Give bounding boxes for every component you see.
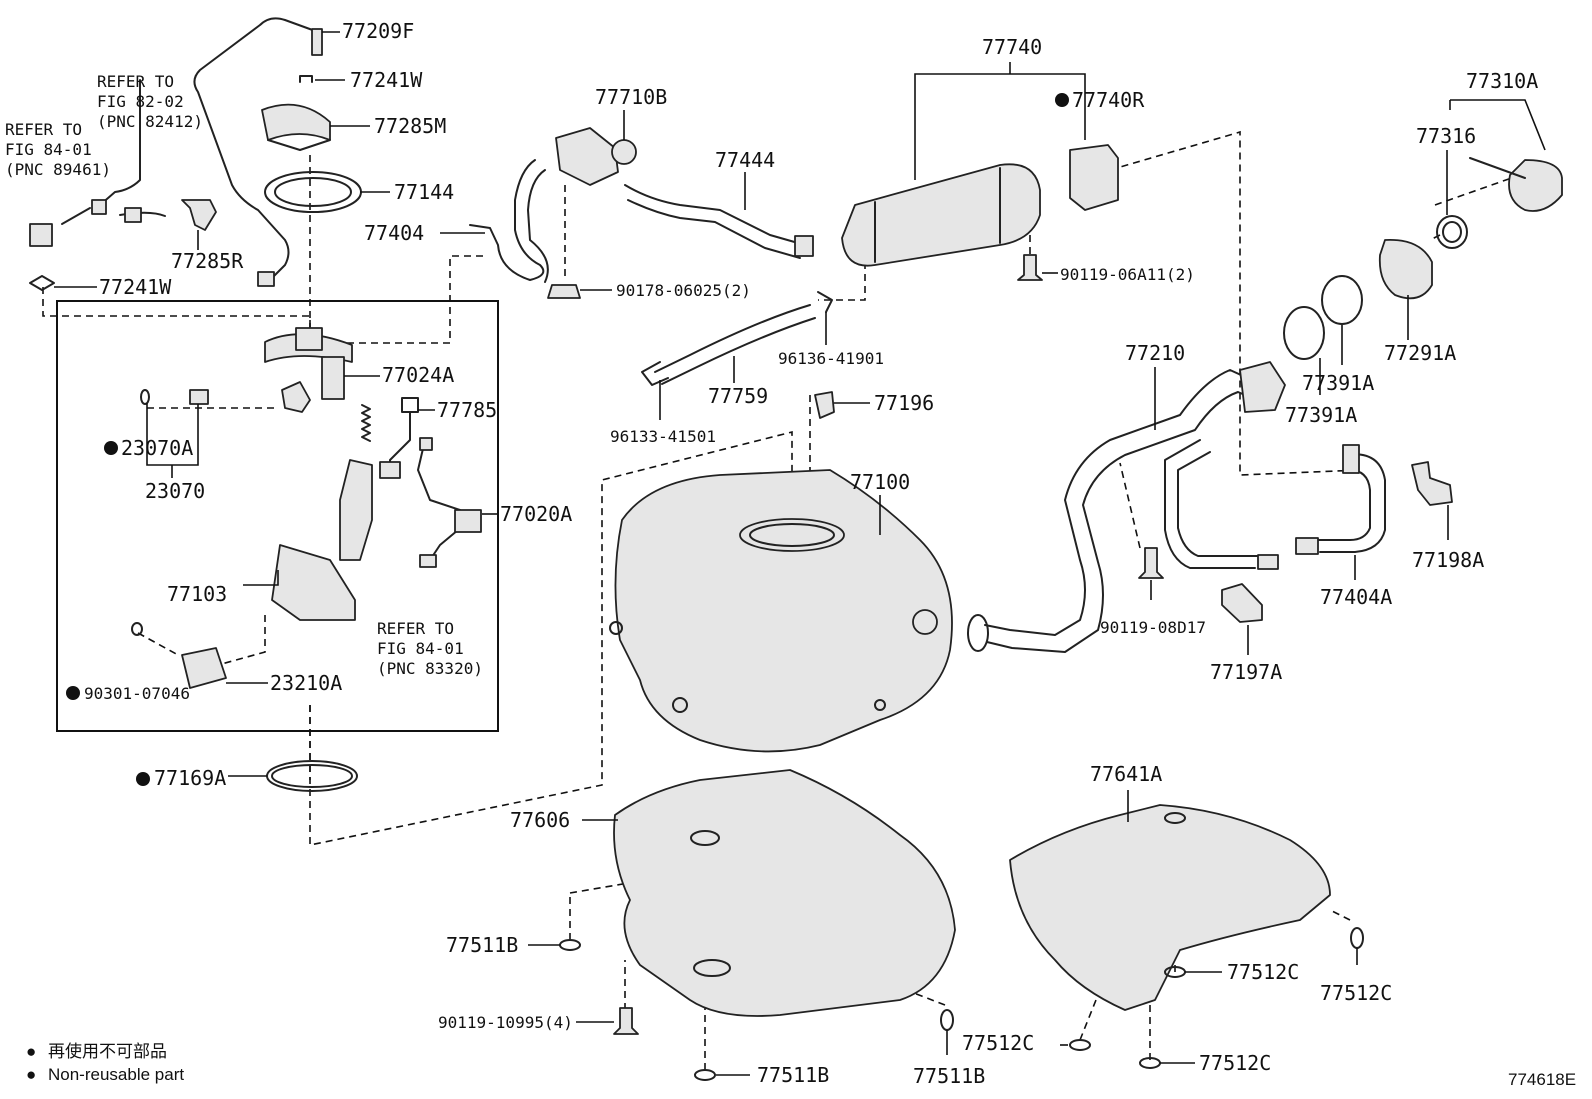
non-reusable-markers xyxy=(66,93,1069,786)
label-77740R: 77740R xyxy=(1072,88,1145,112)
leader-lines xyxy=(54,31,1546,1076)
label-77404A: 77404A xyxy=(1320,585,1392,609)
label-77391A-b: 77391A xyxy=(1285,403,1357,427)
label-90178-06025: 90178-06025(2) xyxy=(616,281,751,300)
hose-77444 xyxy=(624,184,806,246)
label-77511B-c: 77511B xyxy=(913,1064,985,1088)
label-96133-41501: 96133-41501 xyxy=(610,427,716,446)
vent-valve xyxy=(555,127,619,186)
legend: ● 再使用不可部品 ● Non-reusable part xyxy=(26,1041,184,1084)
label-77785: 77785 xyxy=(437,398,497,422)
filler-pipe xyxy=(984,369,1264,636)
label-96136-41901: 96136-41901 xyxy=(778,349,884,368)
refer-notes: REFER TO FIG 82-02 (PNC 82412) REFER TO … xyxy=(5,72,483,678)
label-77512C-b: 77512C xyxy=(1320,981,1392,1005)
label-77285R: 77285R xyxy=(171,249,244,273)
canister-filter xyxy=(1069,144,1119,211)
label-77198A: 77198A xyxy=(1412,548,1484,572)
label-77404: 77404 xyxy=(364,221,424,245)
refer2-l1: REFER TO xyxy=(5,120,82,139)
sender-gauge-wire xyxy=(193,17,319,283)
label-77103: 77103 xyxy=(167,582,227,606)
label-77020A: 77020A xyxy=(500,502,572,526)
pump-bracket xyxy=(271,544,356,621)
label-77710B: 77710B xyxy=(595,85,667,109)
refer3-l3: (PNC 83320) xyxy=(377,659,483,678)
label-23070: 23070 xyxy=(145,479,205,503)
label-77241W: 77241W xyxy=(350,68,423,92)
label-77197A: 77197A xyxy=(1210,660,1282,684)
label-90119-08D17: 90119-08D17 xyxy=(1100,618,1206,637)
refer2-l2: FIG 84-01 xyxy=(5,140,92,159)
legend-jp: 再使用不可部品 xyxy=(48,1041,167,1061)
label-77209F: 77209F xyxy=(342,19,414,43)
hose-77404 xyxy=(469,159,545,281)
charcoal-canister xyxy=(841,163,1041,267)
label-77210: 77210 xyxy=(1125,341,1185,365)
label-77391A-a: 77391A xyxy=(1302,371,1374,395)
hose-77759 xyxy=(654,304,811,373)
legend-dot-1: ● xyxy=(26,1042,36,1061)
refer1-l1: REFER TO xyxy=(97,72,174,91)
label-77291A: 77291A xyxy=(1384,341,1456,365)
label-77759: 77759 xyxy=(708,384,768,408)
label-77169A: 77169A xyxy=(154,766,226,790)
label-90301-07046: 90301-07046 xyxy=(84,684,190,703)
label-77024A: 77024A xyxy=(382,363,454,387)
label-90119-06A11: 90119-06A11(2) xyxy=(1060,265,1195,284)
tank-protector xyxy=(613,769,956,1017)
label-77641A: 77641A xyxy=(1090,762,1162,786)
label-23070A: 23070A xyxy=(121,436,193,460)
legend-dot-2: ● xyxy=(26,1065,36,1084)
pump-module-box xyxy=(56,300,499,732)
label-77100: 77100 xyxy=(850,470,910,494)
label-77512C-a: 77512C xyxy=(1227,960,1299,984)
label-77512C-c: 77512C xyxy=(962,1031,1034,1055)
label-77285M: 77285M xyxy=(374,114,446,138)
label-77511B-a: 77511B xyxy=(446,933,518,957)
label-77606: 77606 xyxy=(510,808,570,832)
label-77241W-b: 77241W xyxy=(99,275,172,299)
label-77444: 77444 xyxy=(715,148,775,172)
heat-insulator xyxy=(1009,804,1331,1011)
refer2-l3: (PNC 89461) xyxy=(5,160,111,179)
label-77511B-b: 77511B xyxy=(757,1063,829,1087)
hose-77404A xyxy=(1319,453,1386,553)
label-90119-10995: 90119-10995(4) xyxy=(438,1013,573,1032)
component-drawings xyxy=(29,17,1563,1081)
label-77740: 77740 xyxy=(982,35,1042,59)
label-77310A: 77310A xyxy=(1466,69,1538,93)
refer1-l3: (PNC 82412) xyxy=(97,112,203,131)
refer3-l2: FIG 84-01 xyxy=(377,639,464,658)
part-labels: 77209F 77241W 77285M 77144 77404 77285R … xyxy=(84,19,1538,1088)
figure-code: 774618E xyxy=(1508,1070,1576,1089)
label-77316: 77316 xyxy=(1416,124,1476,148)
label-77144: 77144 xyxy=(394,180,454,204)
fuel-tank xyxy=(614,469,953,753)
cover-77285M xyxy=(261,103,331,141)
refer1-l2: FIG 82-02 xyxy=(97,92,184,111)
label-23210A: 23210A xyxy=(270,671,342,695)
label-77196: 77196 xyxy=(874,391,934,415)
legend-en: Non-reusable part xyxy=(48,1065,184,1084)
breather-pipe xyxy=(1164,439,1256,569)
label-77512C-d: 77512C xyxy=(1199,1051,1271,1075)
fuel-cap xyxy=(1508,159,1563,212)
refer3-l1: REFER TO xyxy=(377,619,454,638)
